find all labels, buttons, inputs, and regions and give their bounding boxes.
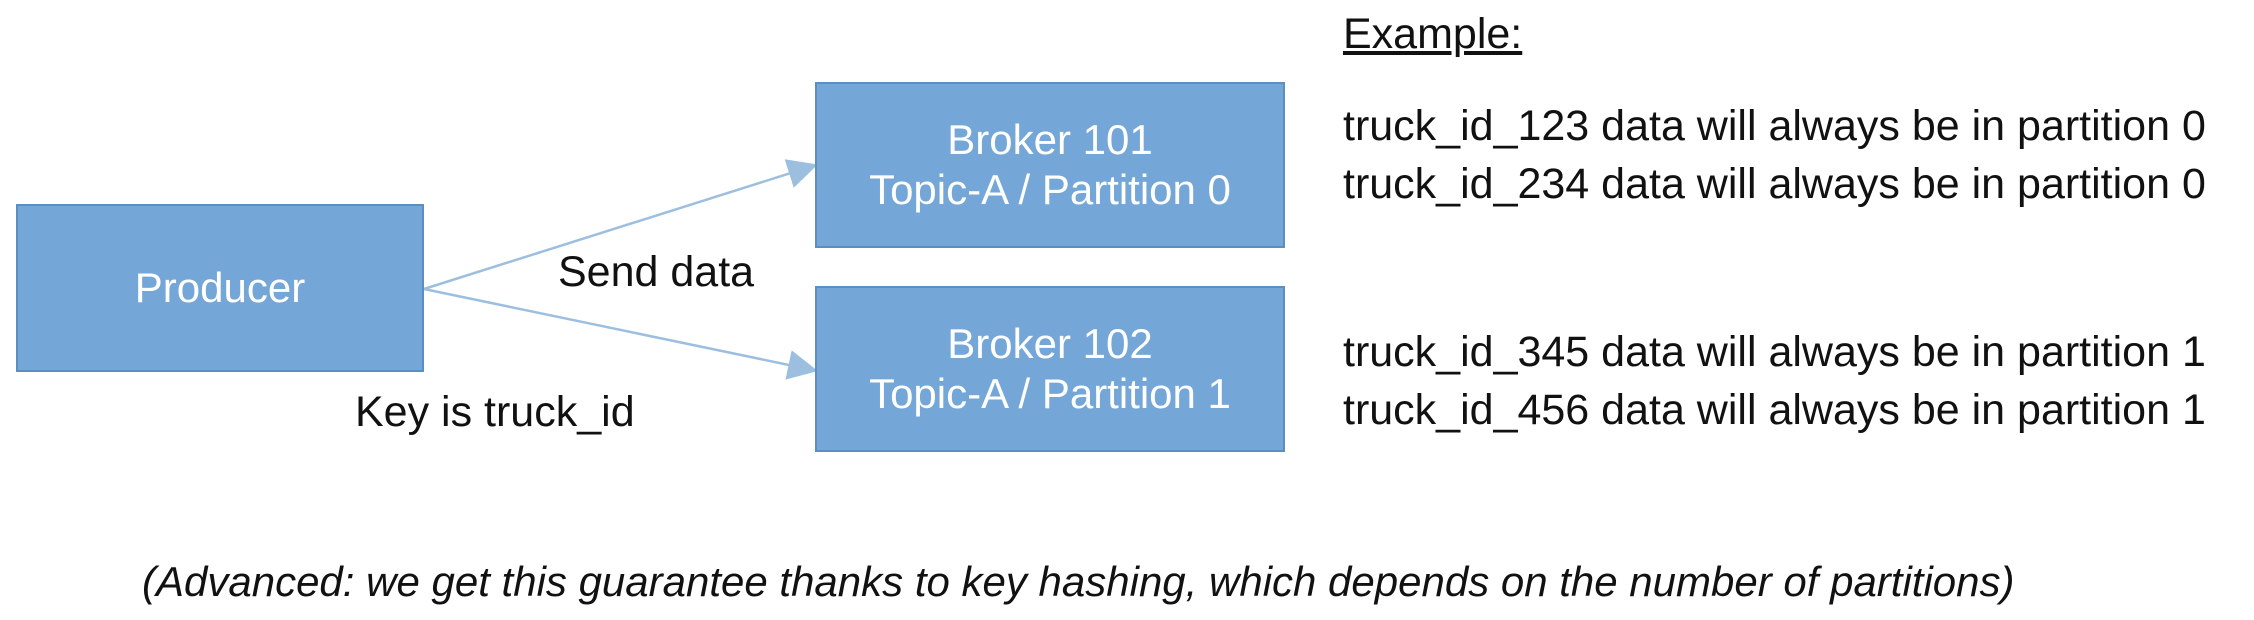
broker-102-title: Broker 102 [947,319,1153,367]
key-label: Key is truck_id [355,388,635,436]
producer-box: Producer [16,204,424,372]
example-title: Example: [1343,10,1523,58]
example-line: truck_id_456 data will always be in part… [1343,386,2206,434]
arrow-to-broker-102 [423,287,818,380]
send-data-label: Send data [558,248,755,296]
arrow-to-broker-101 [423,159,818,291]
broker-101-partition: Topic-A / Partition 0 [869,166,1231,213]
broker-101-box: Broker 101 Topic-A / Partition 0 [815,82,1285,248]
example-line: truck_id_234 data will always be in part… [1343,160,2206,208]
example-line: truck_id_123 data will always be in part… [1343,102,2206,150]
example-line: truck_id_345 data will always be in part… [1343,328,2206,376]
broker-102-partition: Topic-A / Partition 1 [869,370,1231,417]
advanced-note: (Advanced: we get this guarantee thanks … [142,558,2015,605]
broker-102-box: Broker 102 Topic-A / Partition 1 [815,286,1285,452]
producer-label: Producer [134,263,306,311]
broker-101-title: Broker 101 [947,115,1153,163]
